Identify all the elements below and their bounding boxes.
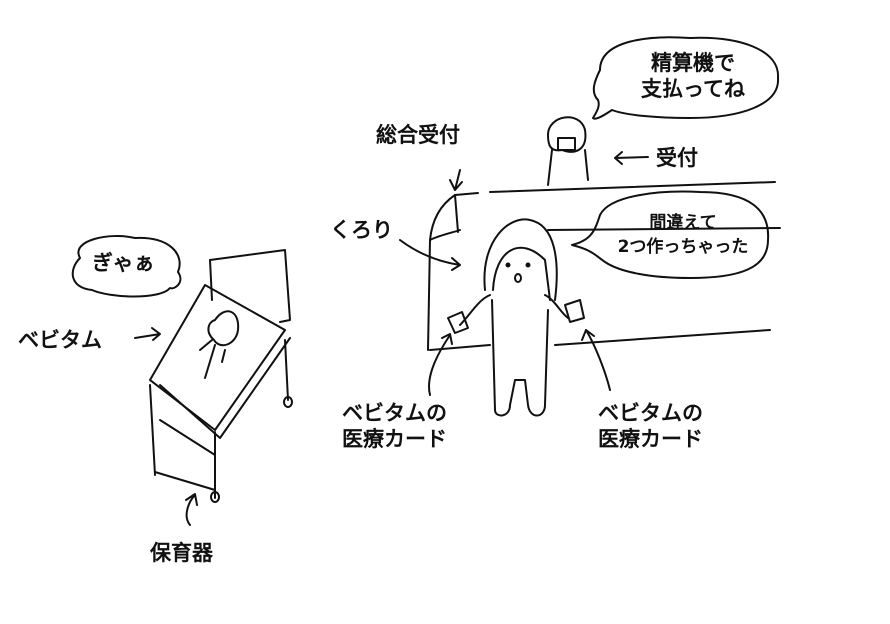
general-reception-label: 総合受付 bbox=[376, 123, 460, 147]
card-right-line-2: 医療カード bbox=[598, 427, 703, 451]
mistake-line-1: 間違えて bbox=[649, 213, 717, 233]
baby-name-label: ベビタム bbox=[18, 328, 102, 352]
mistake-line-2: 2つ作っちゃった bbox=[617, 237, 749, 257]
reception-label: 受付 bbox=[656, 146, 698, 170]
card-right-label: ベビタムの 医療カード bbox=[598, 400, 703, 452]
arrow-card-left bbox=[428, 333, 453, 396]
arrow-baby bbox=[134, 327, 161, 341]
arrow-person bbox=[399, 239, 461, 271]
person-name-label: くろり bbox=[330, 218, 393, 242]
counter-drawing bbox=[427, 181, 781, 351]
baby-cry-text: ぎゃぁ bbox=[92, 251, 155, 275]
arrow-incubator bbox=[185, 493, 198, 526]
mistake-speech: 間違えて 2つ作っちゃった bbox=[598, 211, 768, 259]
cashier-line-2: 支払ってね bbox=[641, 77, 745, 101]
arrow-reception bbox=[614, 151, 649, 165]
person-drawing bbox=[447, 218, 585, 417]
speech-bubble-cry bbox=[71, 235, 182, 298]
incubator-drawing bbox=[149, 249, 293, 503]
cashier-line-1: 精算機で bbox=[651, 51, 735, 75]
card-left-label: ベビタムの 医療カード bbox=[342, 400, 447, 452]
speech-bubble-mistake bbox=[571, 190, 770, 279]
incubator-label: 保育器 bbox=[150, 541, 213, 565]
card-right-line-1: ベビタムの bbox=[598, 401, 703, 425]
cashier-speech: 精算機で 支払ってね bbox=[618, 50, 768, 102]
arrow-card-right bbox=[581, 329, 611, 391]
card-left-line-1: ベビタムの bbox=[342, 401, 447, 425]
card-left-line-2: 医療カード bbox=[342, 427, 447, 451]
speech-bubble-cashier bbox=[592, 36, 780, 120]
arrow-general-reception bbox=[449, 169, 463, 191]
receptionist-drawing bbox=[547, 116, 589, 186]
